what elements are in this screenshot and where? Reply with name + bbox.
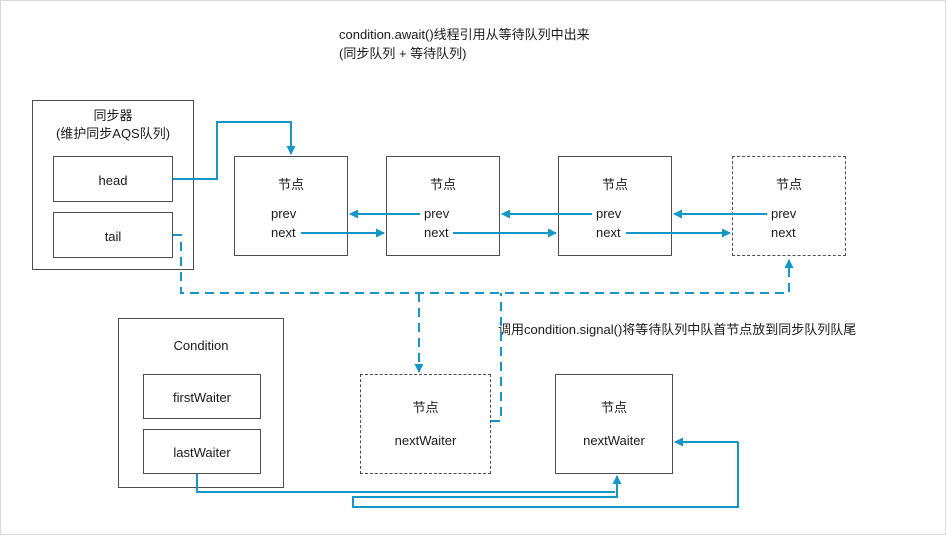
sync-node-4-title: 节点 bbox=[775, 177, 802, 192]
sync-node-3-title: 节点 bbox=[601, 177, 628, 192]
sync-node-2-next: next bbox=[424, 225, 449, 240]
first-waiter-box bbox=[143, 374, 261, 419]
sync-node-2-prev: prev bbox=[424, 206, 450, 221]
sync-node-1-prev: prev bbox=[271, 206, 297, 221]
synchronizer-label-line2: (维护同步AQS队列) bbox=[55, 126, 171, 141]
sync-node-2-title: 节点 bbox=[429, 177, 456, 192]
sync-node-3-next: next bbox=[596, 225, 621, 240]
synchronizer-label-line1: 同步器 bbox=[93, 108, 133, 123]
condition-label: Condition bbox=[173, 338, 229, 353]
sync-node-3-prev: prev bbox=[596, 206, 622, 221]
sync-node-4-next: next bbox=[771, 225, 796, 240]
wait-node-1 bbox=[360, 374, 491, 474]
synchronizer-label: 同步器 (维护同步AQS队列) bbox=[32, 107, 194, 143]
wait-node-2-nextwaiter: nextWaiter bbox=[583, 433, 645, 448]
last-waiter-label: lastWaiter bbox=[173, 445, 231, 460]
wait-node-1-nextwaiter: nextWaiter bbox=[394, 433, 457, 448]
tail-box bbox=[53, 212, 173, 258]
last-waiter-box bbox=[143, 429, 261, 474]
tail-label: tail bbox=[104, 229, 122, 244]
sync-node-4-prev: prev bbox=[771, 206, 797, 221]
head-box bbox=[53, 156, 173, 202]
diagram-title-line2: (同步队列 + 等待队列) bbox=[339, 46, 467, 61]
signal-annotation: 调用condition.signal()将等待队列中队首节点放到同步队列队尾 bbox=[498, 322, 857, 337]
wait-node-2 bbox=[555, 374, 673, 474]
wait-node-2-title: 节点 bbox=[600, 400, 627, 415]
head-label: head bbox=[98, 173, 128, 188]
sync-node-1-title: 节点 bbox=[277, 177, 304, 192]
diagram-title-line1: condition.await()线程引用从等待队列中出来 bbox=[339, 27, 590, 42]
wait-node-1-title: 节点 bbox=[412, 400, 439, 415]
diagram-title: condition.await()线程引用从等待队列中出来 (同步队列 + 等待队… bbox=[339, 25, 590, 63]
first-waiter-label: firstWaiter bbox=[172, 390, 232, 405]
sync-node-1-next: next bbox=[271, 225, 296, 240]
